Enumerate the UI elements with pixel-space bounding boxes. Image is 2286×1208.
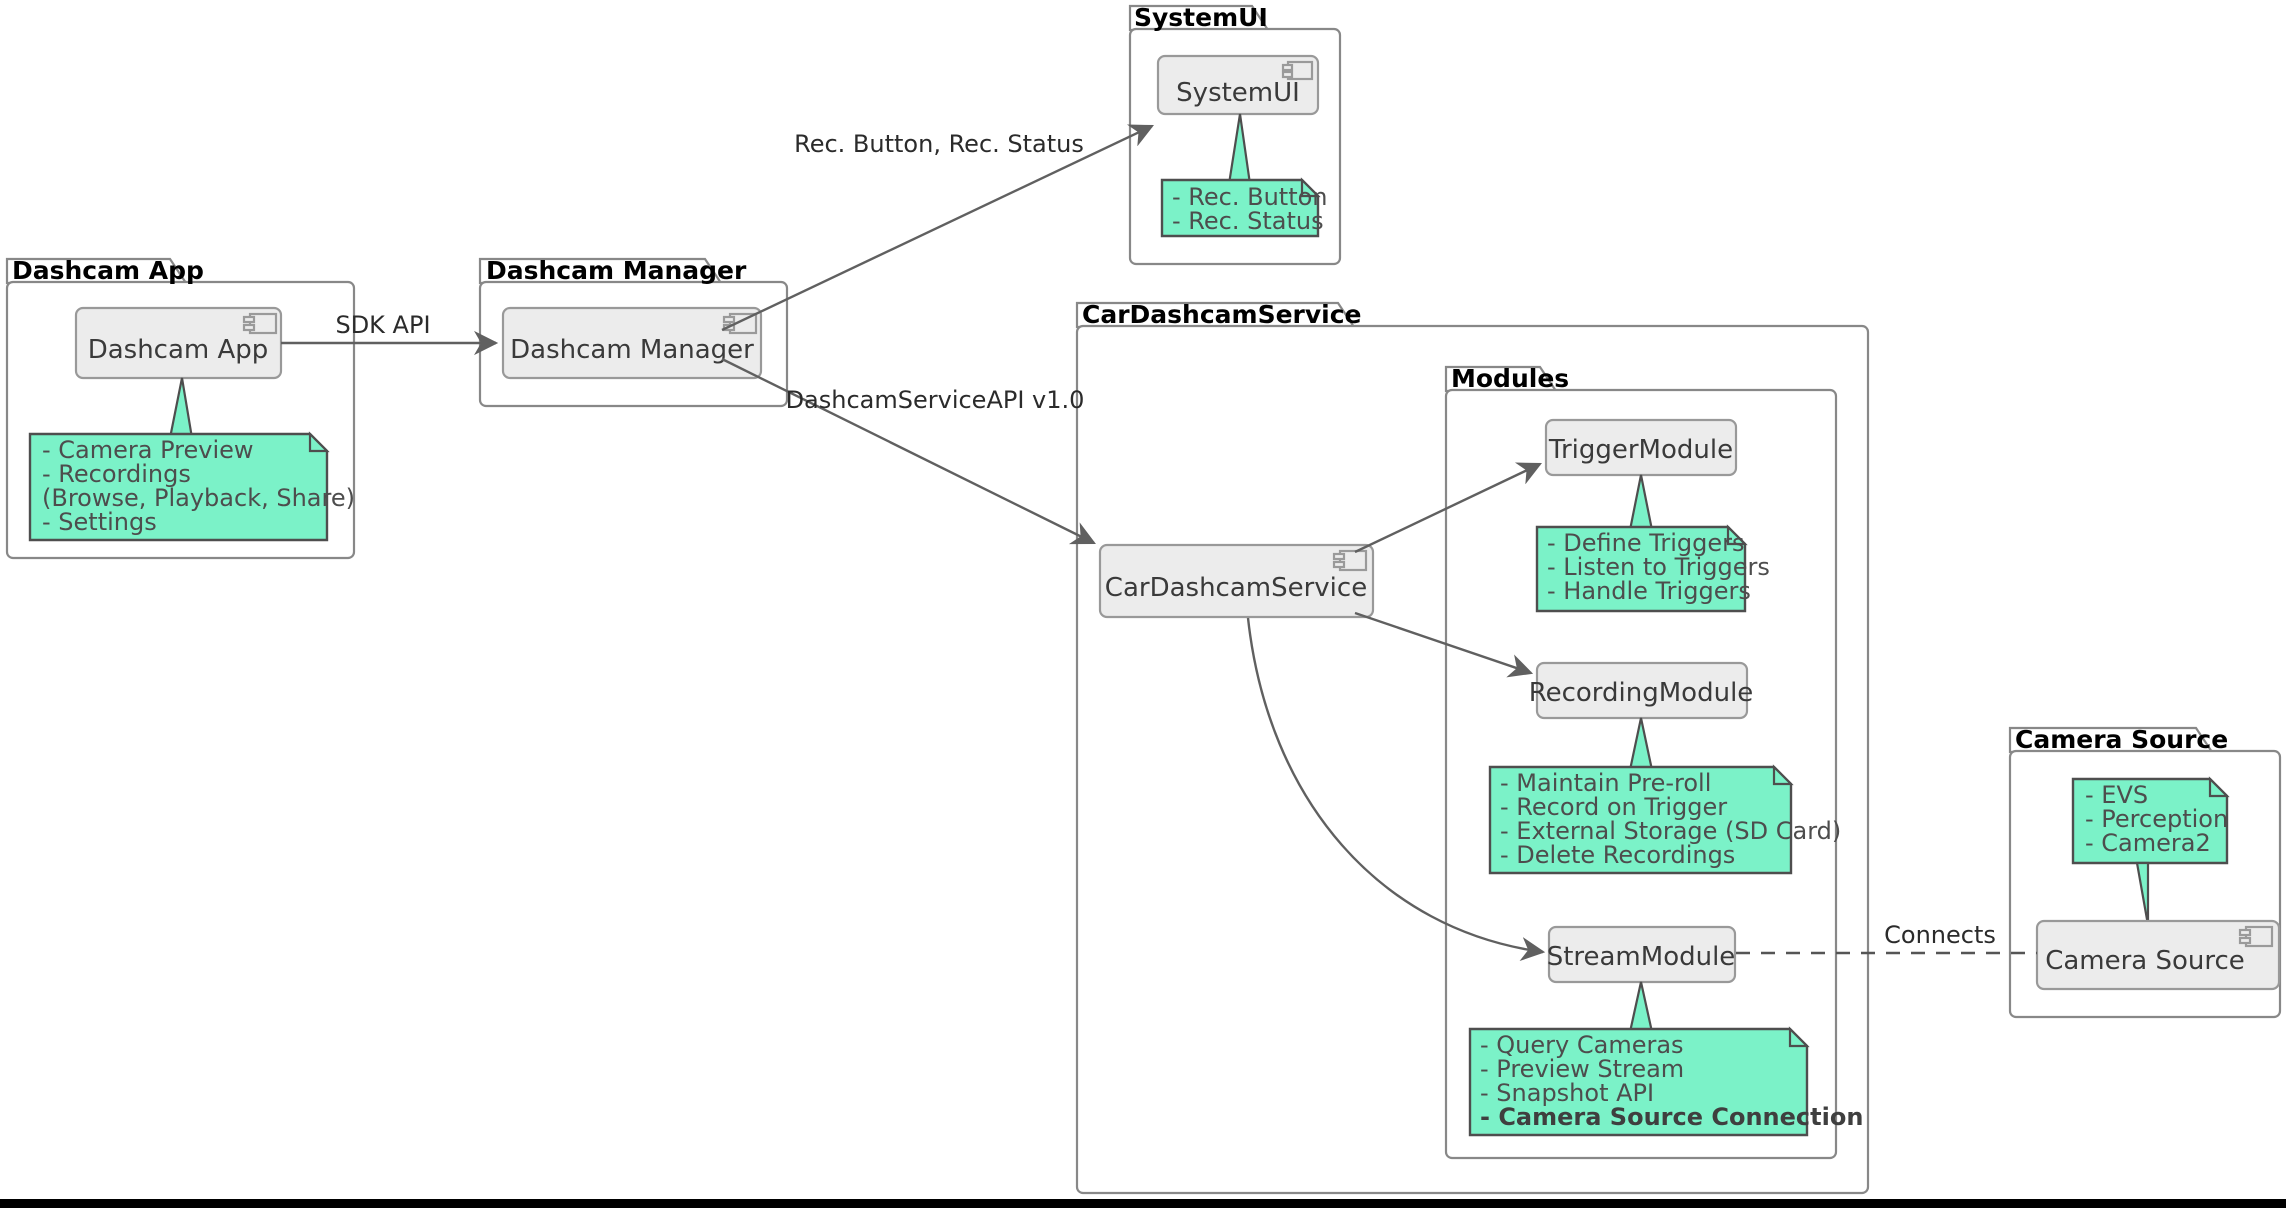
component-icon	[242, 312, 278, 335]
note-fold	[1772, 764, 1794, 786]
package-title-modules: Modules	[1451, 364, 1569, 393]
component-label-camera-source: Camera Source	[2045, 946, 2245, 976]
note-shape	[1160, 178, 1320, 238]
note-line: - Maintain Pre-roll	[1500, 769, 1711, 797]
note-camera-source: - EVS - Perception - Camera2	[2071, 776, 2230, 865]
component-system-ui[interactable]: SystemUI	[1156, 54, 1320, 116]
component-box-car-dashcam-service	[1098, 543, 1375, 619]
note-line: (Browse, Playback, Share)	[42, 484, 355, 512]
component-dashcam-manager[interactable]: Dashcam Manager	[501, 306, 763, 380]
note-line: - EVS	[2085, 781, 2148, 809]
component-label-trigger-module: TriggerModule	[1548, 435, 1733, 465]
bottom-bar	[0, 1199, 2286, 1208]
component-label-car-dashcam-service: CarDashcamService	[1105, 573, 1367, 603]
package-system-ui[interactable]: SystemUI SystemUI - Rec. Button - Rec. S…	[1128, 3, 1342, 266]
note-line: - Rec. Status	[1172, 207, 1324, 235]
edge-line	[721, 357, 1096, 545]
note-shape	[1488, 765, 1793, 875]
note-line: - Rec. Button	[1172, 183, 1328, 211]
note-stream-module: - Query Cameras - Preview Stream - Snaps…	[1468, 1026, 1863, 1137]
component-icon	[2238, 925, 2274, 948]
edge-line	[721, 124, 1154, 332]
note-fold	[1300, 177, 1321, 198]
note-trigger-module: - Define Triggers - Listen to Triggers -…	[1535, 524, 1770, 613]
edge-label-connects: Connects	[1884, 921, 1996, 949]
component-box-system-ui	[1156, 54, 1320, 116]
component-label-stream-module: StreamModule	[1547, 942, 1736, 972]
package-title-system-ui: SystemUI	[1134, 3, 1268, 32]
component-camera-source[interactable]: Camera Source	[2035, 919, 2281, 991]
note-line: - Perception	[2085, 805, 2228, 833]
note-fold	[1788, 1026, 1810, 1048]
package-title-dashcam-app: Dashcam App	[12, 256, 204, 285]
package-title-dashcam-manager: Dashcam Manager	[486, 256, 747, 285]
note-line: - Camera2	[2085, 829, 2211, 857]
package-title-camera-source: Camera Source	[2015, 725, 2228, 754]
note-line: - Delete Recordings	[1500, 841, 1735, 869]
component-label-system-ui: SystemUI	[1176, 78, 1300, 108]
note-shape	[1468, 1027, 1809, 1137]
component-label-dashcam-manager: Dashcam Manager	[510, 335, 754, 365]
note-recording-module: - Maintain Pre-roll - Record on Trigger …	[1488, 764, 1841, 875]
note-fold	[308, 431, 330, 453]
component-box-dashcam-manager	[501, 306, 763, 380]
note-line: - Define Triggers	[1547, 529, 1745, 557]
package-camera-source[interactable]: Camera Source - EVS - Perception - Camer…	[2008, 725, 2282, 1019]
note-link-camera-source	[2135, 861, 2150, 926]
component-icon	[1332, 549, 1368, 572]
note-line: - Query Cameras	[1480, 1031, 1684, 1059]
note-line: - Recordings	[42, 460, 191, 488]
package-dashcam-manager[interactable]: Dashcam Manager Dashcam Manager	[478, 256, 789, 408]
package-title-car-dashcam-service: CarDashcamService	[1082, 300, 1362, 329]
note-shape	[28, 432, 329, 542]
edge-label-rec-button-status: Rec. Button, Rec. Status	[794, 130, 1084, 158]
edge-manager-to-service[interactable]: DashcamServiceAPI v1.0	[721, 357, 1096, 545]
edge-stream-to-camera-source[interactable]: Connects	[1736, 921, 2037, 955]
note-shape	[1535, 525, 1747, 613]
note-line: - External Storage (SD Card)	[1500, 817, 1841, 845]
edge-service-to-recording[interactable]	[1354, 611, 1534, 678]
component-dashcam-app[interactable]: Dashcam App	[74, 306, 283, 380]
note-line: - Camera Preview	[42, 436, 254, 464]
note-fold	[2208, 776, 2230, 798]
note-line: - Handle Triggers	[1547, 577, 1751, 605]
component-label-recording-module: RecordingModule	[1529, 678, 1754, 708]
component-recording-module[interactable]: RecordingModule	[1529, 661, 1754, 720]
component-icon	[1281, 60, 1314, 81]
component-stream-module[interactable]: StreamModule	[1547, 925, 1737, 984]
component-trigger-module[interactable]: TriggerModule	[1544, 418, 1738, 477]
package-car-dashcam-service[interactable]: CarDashcamService CarDashcamService Modu…	[1075, 300, 1870, 1195]
edge-label-dashcam-service-api: DashcamServiceAPI v1.0	[786, 386, 1085, 414]
note-line: - Record on Trigger	[1500, 793, 1727, 821]
package-dashcam-app[interactable]: Dashcam App Dashcam App - Camera Preview…	[5, 256, 356, 560]
edge-label-sdk-api: SDK API	[335, 311, 430, 339]
note-dashcam-app: - Camera Preview - Recordings (Browse, P…	[28, 431, 355, 542]
edge-service-to-trigger[interactable]	[1354, 462, 1542, 554]
note-line: - Preview Stream	[1480, 1055, 1684, 1083]
note-line: - Settings	[42, 508, 157, 536]
component-car-dashcam-service[interactable]: CarDashcamService	[1098, 543, 1375, 619]
edge-line	[1354, 611, 1534, 678]
package-modules[interactable]: Modules TriggerModule - Define Triggers …	[1444, 364, 1863, 1160]
edge-app-to-manager[interactable]: SDK API	[281, 311, 499, 356]
component-label-dashcam-app: Dashcam App	[88, 335, 269, 365]
edge-manager-to-systemui[interactable]: Rec. Button, Rec. Status	[721, 124, 1154, 332]
note-fold	[1726, 524, 1748, 546]
component-box-camera-source	[2035, 919, 2281, 991]
note-line: - Snapshot API	[1480, 1079, 1654, 1107]
note-line-emphasis: - Camera Source Connection	[1480, 1103, 1863, 1131]
edge-line	[1354, 462, 1542, 554]
note-system-ui: - Rec. Button - Rec. Status	[1160, 177, 1328, 238]
note-shape	[2071, 777, 2229, 865]
note-line: - Listen to Triggers	[1547, 553, 1770, 581]
edge-service-to-stream[interactable]	[1246, 617, 1546, 962]
edge-line	[1246, 617, 1546, 962]
